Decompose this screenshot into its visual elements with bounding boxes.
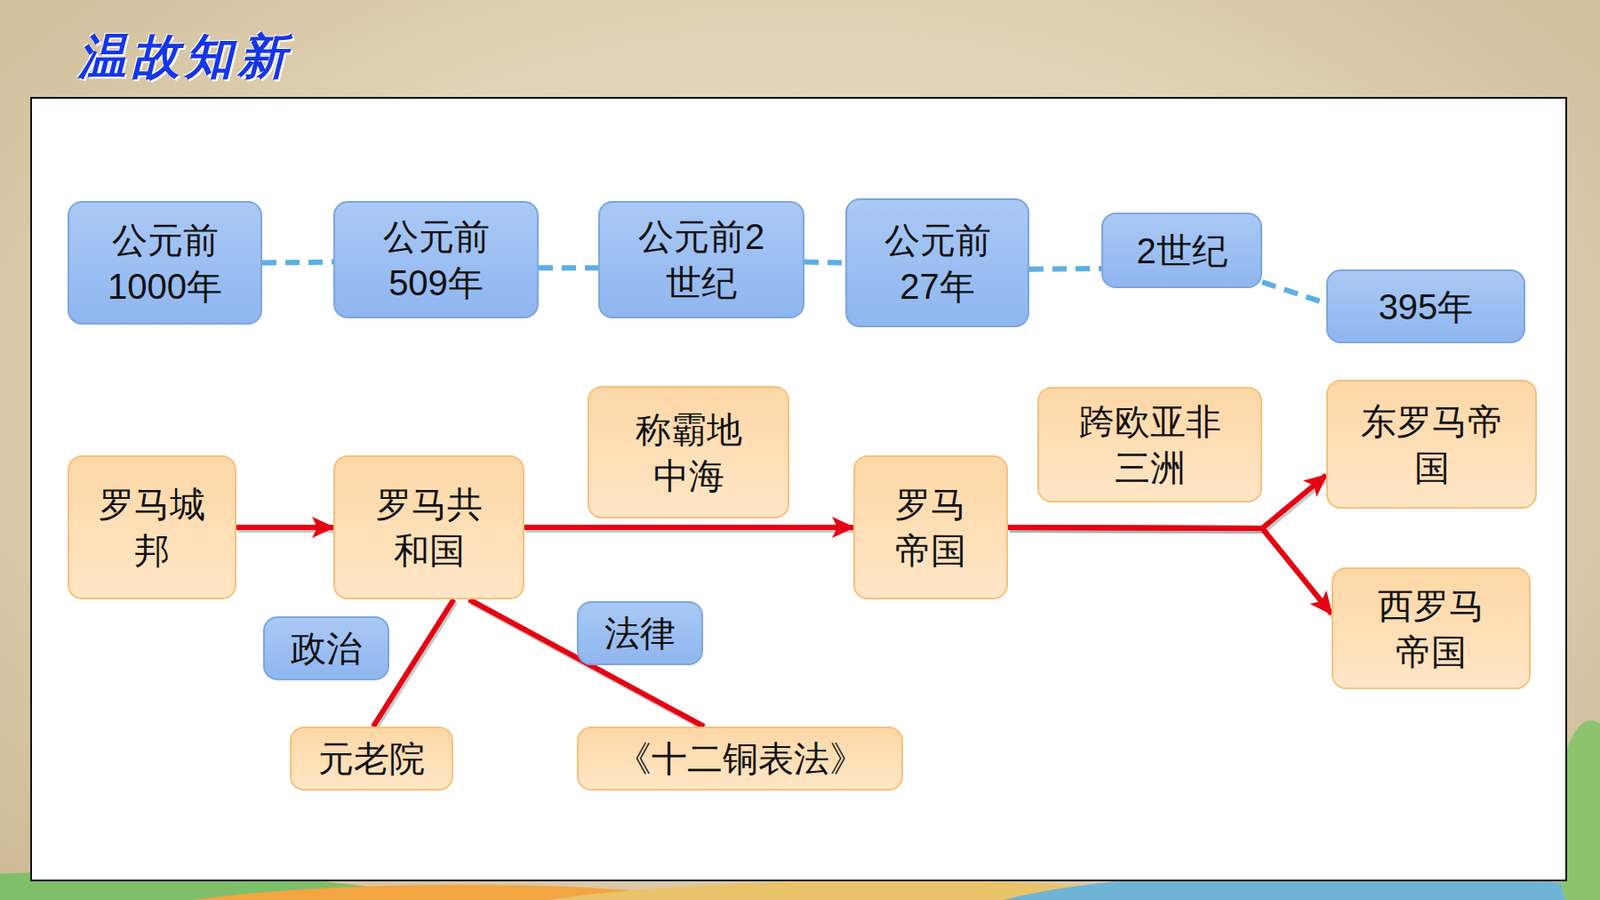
detail-box: 《十二铜表法》 (576, 726, 904, 791)
event-box: 跨欧亚非三洲 (1037, 386, 1263, 503)
arrow-connector (524, 524, 854, 530)
arrow-connector (469, 599, 705, 727)
connector-shadow (1009, 529, 1334, 616)
box-text: 法律 (604, 609, 676, 656)
timeline-link (804, 259, 846, 266)
timeline-box: 公元前 27年 (845, 198, 1030, 328)
detail-box: 元老院 (289, 726, 454, 791)
stage-box: 罗马帝国 (853, 455, 1008, 600)
box-text: 公元前2 世纪 (634, 213, 768, 306)
stage-box: 罗马城邦 (67, 455, 237, 600)
stage-box: 罗马共和国 (333, 455, 525, 600)
timeline-link (1029, 265, 1102, 272)
box-text: 公元前 1000年 (103, 216, 228, 310)
arrow-connector (1008, 527, 1332, 614)
box-text: 罗马共和国 (374, 480, 485, 574)
timeline-link (1262, 281, 1327, 304)
box-text: 称霸地中海 (633, 406, 744, 499)
box-text: 公元前 509年 (374, 213, 499, 306)
box-text: 罗马帝国 (893, 480, 968, 574)
box-text: 公元前 27年 (875, 216, 1000, 310)
stage-box: 东罗马帝国 (1326, 379, 1537, 509)
stage-box: 西罗马帝国 (1331, 567, 1531, 689)
timeline-box: 395年 (1326, 269, 1526, 344)
box-text: 西罗马帝国 (1376, 582, 1487, 675)
box-text: 《十二铜表法》 (616, 735, 865, 782)
box-text: 跨欧亚非三洲 (1077, 398, 1224, 491)
category-box: 政治 (263, 616, 390, 680)
timeline-link (538, 264, 599, 271)
timeline-box: 公元前2 世纪 (598, 200, 805, 319)
box-text: 东罗马帝国 (1359, 398, 1505, 491)
timeline-box: 公元前 509年 (333, 200, 539, 319)
box-text: 政治 (290, 624, 362, 672)
timeline-box: 2世纪 (1101, 212, 1263, 288)
category-box: 法律 (576, 600, 704, 665)
box-text: 元老院 (318, 735, 425, 782)
box-text: 2世纪 (1136, 227, 1227, 274)
box-text: 罗马城邦 (96, 480, 208, 574)
event-box: 称霸地中海 (587, 385, 790, 519)
timeline-box: 公元前 1000年 (67, 200, 263, 325)
timeline-link (262, 259, 334, 266)
arrow-connector (236, 524, 334, 530)
box-text: 395年 (1378, 283, 1474, 330)
slide-title: 温故知新 (78, 24, 292, 90)
